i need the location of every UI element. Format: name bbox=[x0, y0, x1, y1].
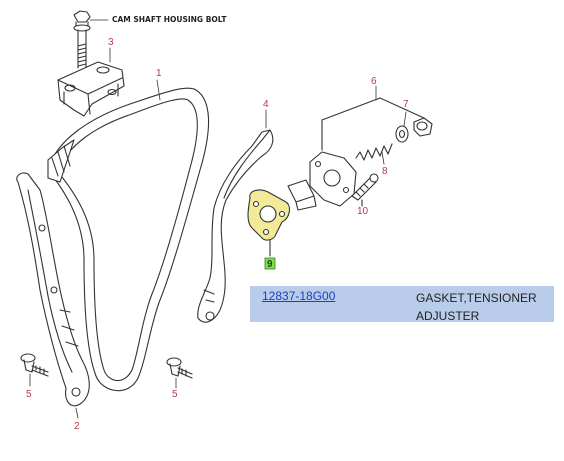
selected-part-tag[interactable]: 9 bbox=[264, 257, 276, 270]
cam-shaft-housing-bolt bbox=[73, 10, 91, 69]
label-washer: 7 bbox=[403, 99, 409, 110]
tensioner-spring bbox=[355, 143, 393, 161]
tensioner-adjuster bbox=[287, 97, 425, 211]
leader-lines bbox=[29, 19, 407, 419]
chain-guide-left bbox=[16, 172, 90, 407]
guide-bolt-right bbox=[166, 357, 193, 379]
part-number-link[interactable]: 12837-18G00 bbox=[262, 289, 336, 303]
tensioner-gasket[interactable] bbox=[247, 189, 291, 257]
tensioner-washer bbox=[395, 125, 409, 143]
label-spring: 8 bbox=[382, 166, 388, 177]
tensioner-cap-bolt bbox=[413, 117, 433, 137]
guide-bolt-left bbox=[20, 353, 49, 377]
label-bolt-left: 5 bbox=[26, 389, 32, 400]
label-bolt-adjuster: 10 bbox=[357, 206, 369, 217]
part-description: GASKET,TENSIONER ADJUSTER bbox=[416, 291, 537, 323]
adjuster-bolt bbox=[351, 173, 379, 207]
label-chain: 1 bbox=[156, 68, 162, 79]
callout-label: CAM SHAFT HOUSING BOLT bbox=[112, 15, 227, 24]
label-housing: 3 bbox=[108, 37, 114, 48]
chain-guide-right bbox=[197, 129, 274, 323]
timing-chain bbox=[47, 87, 210, 392]
label-adjuster: 6 bbox=[371, 76, 377, 87]
label-guide-left: 2 bbox=[74, 421, 80, 432]
label-bolt-right: 5 bbox=[172, 389, 178, 400]
label-guide-right: 4 bbox=[263, 99, 269, 110]
selected-part-row: 12837-18G00 GASKET,TENSIONER ADJUSTER bbox=[250, 286, 554, 323]
camshaft-housing bbox=[57, 61, 125, 117]
label-gasket: 9 bbox=[267, 259, 273, 270]
